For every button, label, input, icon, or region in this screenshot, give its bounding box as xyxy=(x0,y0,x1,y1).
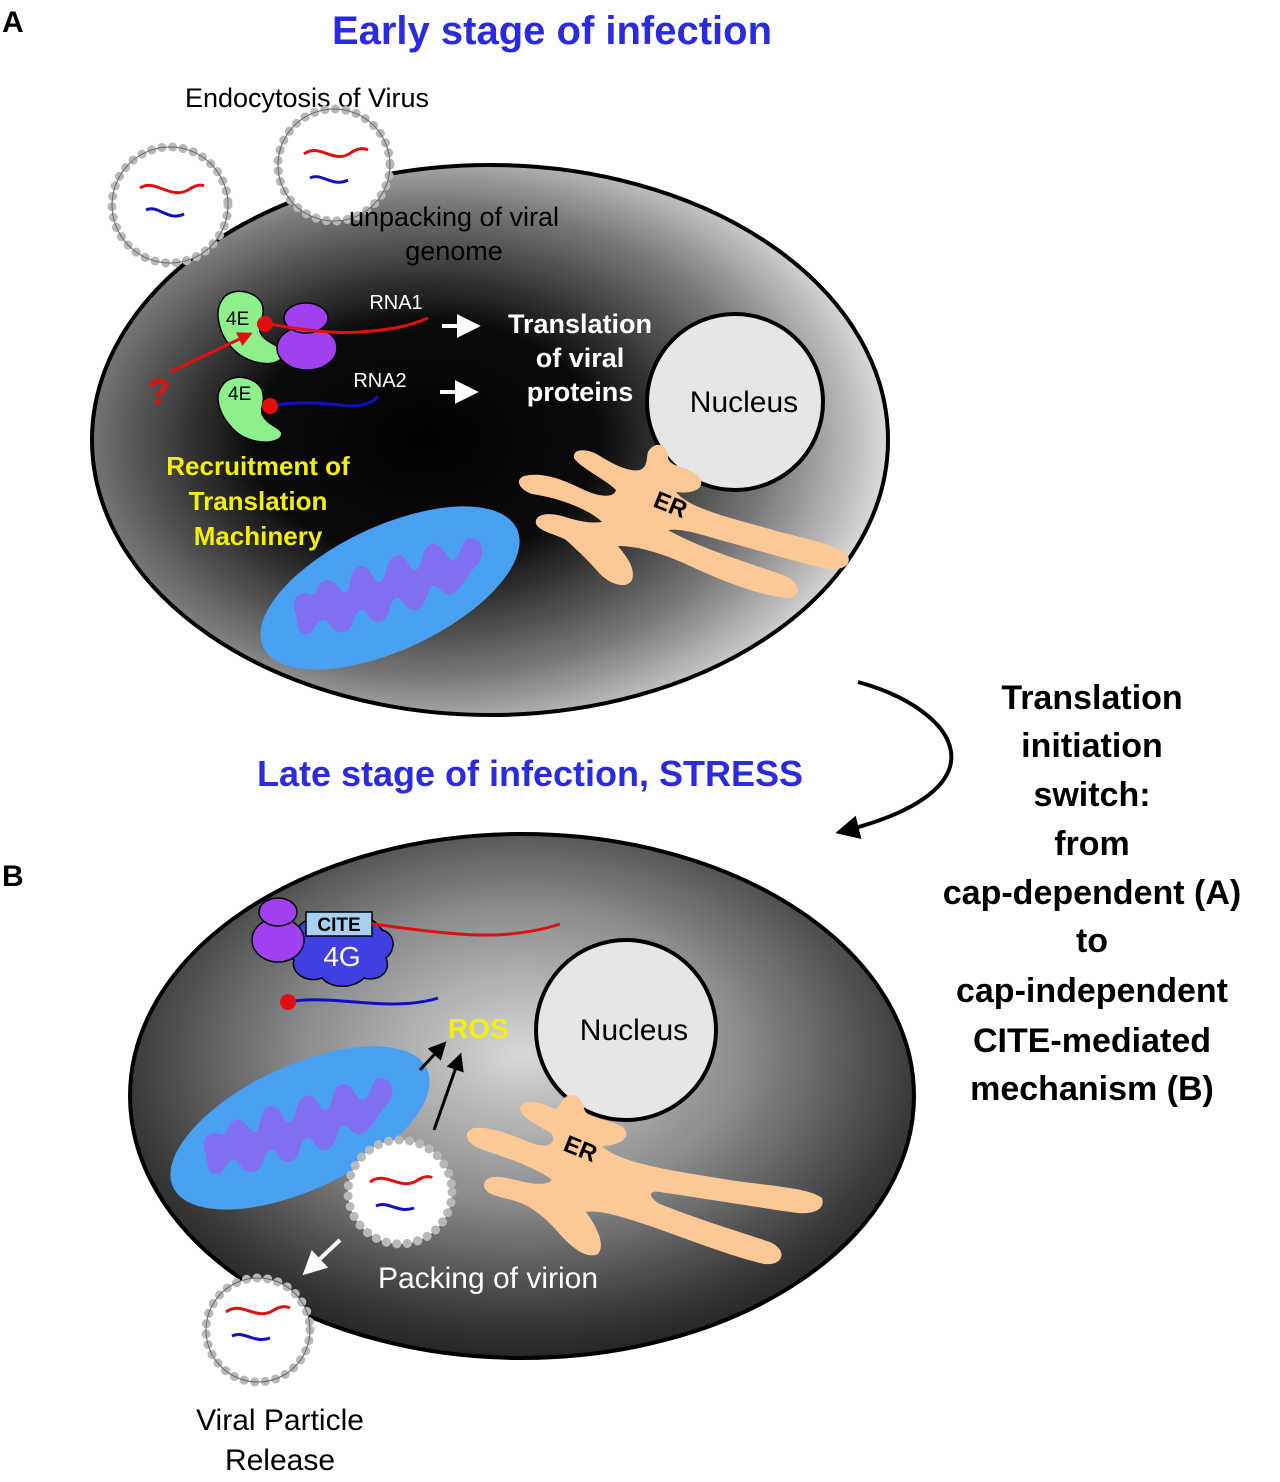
release-line2: Release xyxy=(225,1444,335,1477)
switch-line7: cap-independent xyxy=(956,972,1228,1010)
ribosome-small-b xyxy=(258,897,298,927)
switch-line1: Translation xyxy=(1001,679,1182,717)
virion-capsid xyxy=(343,1135,457,1249)
virion-rna2 xyxy=(375,1203,415,1211)
switch-line5: cap-dependent (A) xyxy=(943,874,1241,912)
eif4e-1-label: 4E xyxy=(226,309,249,330)
ros-label: ROS xyxy=(448,1013,509,1044)
virion-rna1 xyxy=(225,1305,291,1316)
cite-label: CITE xyxy=(317,915,360,936)
switch-line4: from xyxy=(1054,825,1130,863)
ros-arrow-1 xyxy=(418,1041,447,1072)
ribosome-small-1 xyxy=(283,302,329,334)
switch-line9: mechanism (B) xyxy=(970,1070,1214,1108)
mitochondrion-a-cristae xyxy=(293,538,483,635)
virion-entering xyxy=(273,104,395,226)
nucleus-a-label: Nucleus xyxy=(690,386,798,419)
switch-arrow xyxy=(835,680,954,840)
mitochondrion-b-cristae xyxy=(203,1078,393,1175)
virion-packing xyxy=(343,1135,457,1249)
virion-outside-left xyxy=(107,142,233,268)
virion-capsid xyxy=(201,1273,315,1387)
virion-rna2 xyxy=(309,175,349,184)
virion-rna1 xyxy=(303,147,369,159)
translation-line3: proteins xyxy=(527,377,634,407)
switch-text: Translation initiation switch: from cap-… xyxy=(943,679,1241,1108)
er-a xyxy=(518,444,849,598)
panel-a-letter: A xyxy=(2,6,24,39)
er-b xyxy=(466,1095,823,1265)
cap-1 xyxy=(257,316,273,332)
rna1-strand xyxy=(269,316,429,335)
switch-line3: switch: xyxy=(1033,776,1150,814)
virion-released xyxy=(201,1273,315,1387)
rna2-strand-b xyxy=(287,996,439,1006)
cap-b xyxy=(280,994,296,1010)
endocytosis-label: Endocytosis of Virus xyxy=(185,83,429,113)
release-line1: Viral Particle xyxy=(196,1404,364,1437)
nucleus-b xyxy=(534,938,718,1122)
release-arrow xyxy=(302,1238,342,1276)
cap-2 xyxy=(262,398,278,414)
nucleus-a xyxy=(645,312,825,492)
rna1-strand-b xyxy=(371,922,561,937)
virion-capsid xyxy=(107,142,233,268)
recruitment-line1: Recruitment of xyxy=(166,451,350,481)
nucleus-b-label: Nucleus xyxy=(580,1014,688,1047)
question-arrow xyxy=(169,332,253,374)
packing-label: Packing of virion xyxy=(378,1262,598,1295)
translation-line1: Translation xyxy=(508,309,652,339)
virion-rna1 xyxy=(369,1175,434,1186)
virion-rna2 xyxy=(231,1333,271,1341)
cell-a xyxy=(90,163,890,717)
panel-a-title: Early stage of infection xyxy=(332,9,772,53)
eif4e-2 xyxy=(217,376,283,443)
eif4g-label: 4G xyxy=(323,941,360,972)
unpacking-label-line2: genome xyxy=(405,236,503,266)
eif4e-1 xyxy=(217,290,285,365)
rna2-label: RNA2 xyxy=(353,370,406,392)
switch-line8: CITE-mediated xyxy=(973,1022,1211,1060)
switch-line2: initiation xyxy=(1021,727,1163,765)
rna2-strand xyxy=(269,395,380,408)
virion-rna1 xyxy=(139,183,205,195)
virion-rna2 xyxy=(145,207,185,218)
panel-b-letter: B xyxy=(2,860,24,893)
panel-b-title: Late stage of infection, STRESS xyxy=(257,753,803,794)
unpacking-label-line1: unpacking of viral xyxy=(349,202,559,232)
ros-arrow-2 xyxy=(432,1052,464,1131)
rna1-label: RNA1 xyxy=(369,292,422,314)
switch-line6: to xyxy=(1076,922,1108,960)
recruitment-line3: Machinery xyxy=(194,521,323,551)
eif4e-2-label: 4E xyxy=(228,384,251,405)
recruitment-line2: Translation xyxy=(189,486,328,516)
translation-line2: of viral xyxy=(536,343,625,373)
question-mark: ? xyxy=(148,371,170,412)
